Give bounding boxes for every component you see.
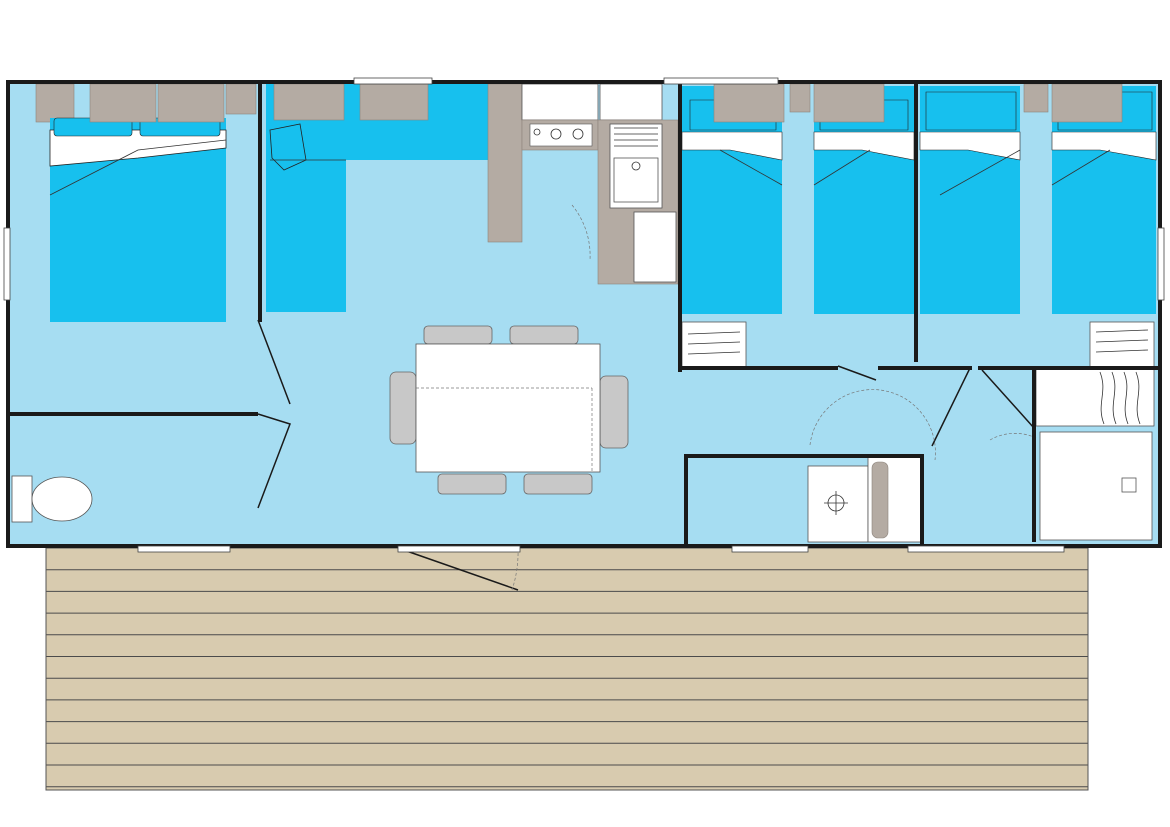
windows [3, 77, 1165, 553]
toilet-icon [11, 475, 93, 523]
bedroom-twin-1 [681, 83, 915, 369]
double-bed-icon [49, 83, 227, 322]
deck-planks [46, 569, 1088, 788]
bathroom [807, 367, 1155, 543]
hob-icon [521, 119, 599, 151]
wc-room [11, 475, 93, 523]
kitchen [487, 83, 679, 285]
sink-icon [609, 123, 663, 209]
deck-surface [46, 548, 1088, 790]
bed-icon [813, 83, 915, 314]
chair-icon [389, 325, 629, 495]
bedroom-twin-2 [919, 83, 1157, 369]
dining-table-icon [389, 325, 629, 495]
bed-icon [919, 86, 1021, 314]
nightstand-right [225, 83, 257, 115]
bed-icon [681, 83, 785, 314]
shower-icon [1039, 431, 1153, 541]
door-swings [257, 204, 1037, 591]
bed-icon [1051, 83, 1157, 314]
nightstand-left [35, 83, 75, 123]
exterior-wall [6, 80, 1162, 548]
sink-icon [807, 465, 869, 543]
kitchen-counter-left [487, 83, 523, 243]
terrace-deck [45, 547, 1089, 791]
walls [8, 82, 1158, 548]
living-bench [266, 83, 488, 312]
master-bedroom [35, 83, 257, 322]
